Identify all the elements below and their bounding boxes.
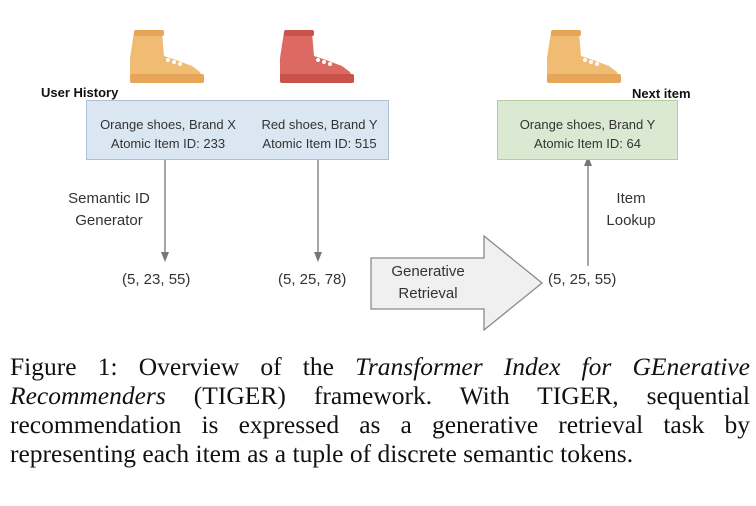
item-lookup-label: Item Lookup [596, 188, 666, 232]
semantic-id-generator-label: Semantic ID Generator [54, 188, 164, 232]
semantic-id-arrow-left [161, 159, 169, 262]
generative-retrieval-arrow [370, 234, 544, 332]
next-item-label: Next item [632, 86, 691, 101]
history-item-2: Red shoes, Brand Y Atomic Item ID: 515 [249, 115, 390, 153]
generative-retrieval-label: Generative Retrieval [378, 261, 478, 305]
item-lookup-line2: Lookup [606, 212, 656, 229]
diagram-canvas [130, 30, 621, 332]
user-history-box: Orange shoes, Brand X Atomic Item ID: 23… [86, 100, 389, 160]
figure-caption: Figure 1: Overview of the Transformer In… [10, 352, 750, 468]
history-item-2-id: Atomic Item ID: 515 [262, 136, 377, 151]
history-item-2-name: Red shoes, Brand Y [261, 117, 378, 132]
generative-retrieval-line2: Retrieval [398, 285, 458, 302]
semantic-id-arrow-right [314, 159, 322, 262]
caption-italic-title: Transformer Index for GEnerative Recomme… [10, 352, 750, 410]
semantic-id-tuple-2: (5, 25, 78) [278, 271, 347, 288]
user-history-label: User History [41, 85, 119, 100]
semantic-id-tuple-1: (5, 23, 55) [122, 271, 191, 288]
caption-lead: Figure 1: Overview of the [10, 352, 356, 381]
next-item-box: Orange shoes, Brand Y Atomic Item ID: 64 [497, 100, 678, 160]
semantic-id-generator-line2: Generator [75, 212, 143, 229]
orange-shoe-icon [130, 30, 204, 83]
item-lookup-line1: Item [616, 190, 646, 207]
next-item-id: Atomic Item ID: 64 [534, 136, 641, 151]
item-lookup-arrow [584, 156, 592, 266]
semantic-id-tuple-predicted: (5, 25, 55) [548, 271, 617, 288]
semantic-id-generator-line1: Semantic ID [68, 190, 150, 207]
generative-retrieval-line1: Generative [391, 263, 465, 280]
history-item-1-name: Orange shoes, Brand X [100, 117, 236, 132]
history-item-1: Orange shoes, Brand X Atomic Item ID: 23… [87, 115, 249, 153]
history-item-1-id: Atomic Item ID: 233 [110, 136, 226, 151]
red-shoe-icon [280, 30, 354, 83]
next-item-name: Orange shoes, Brand Y [519, 117, 656, 132]
caption-rest: (TIGER) framework. With TIGER, sequentia… [10, 381, 750, 468]
next-orange-shoe-icon [547, 30, 621, 83]
